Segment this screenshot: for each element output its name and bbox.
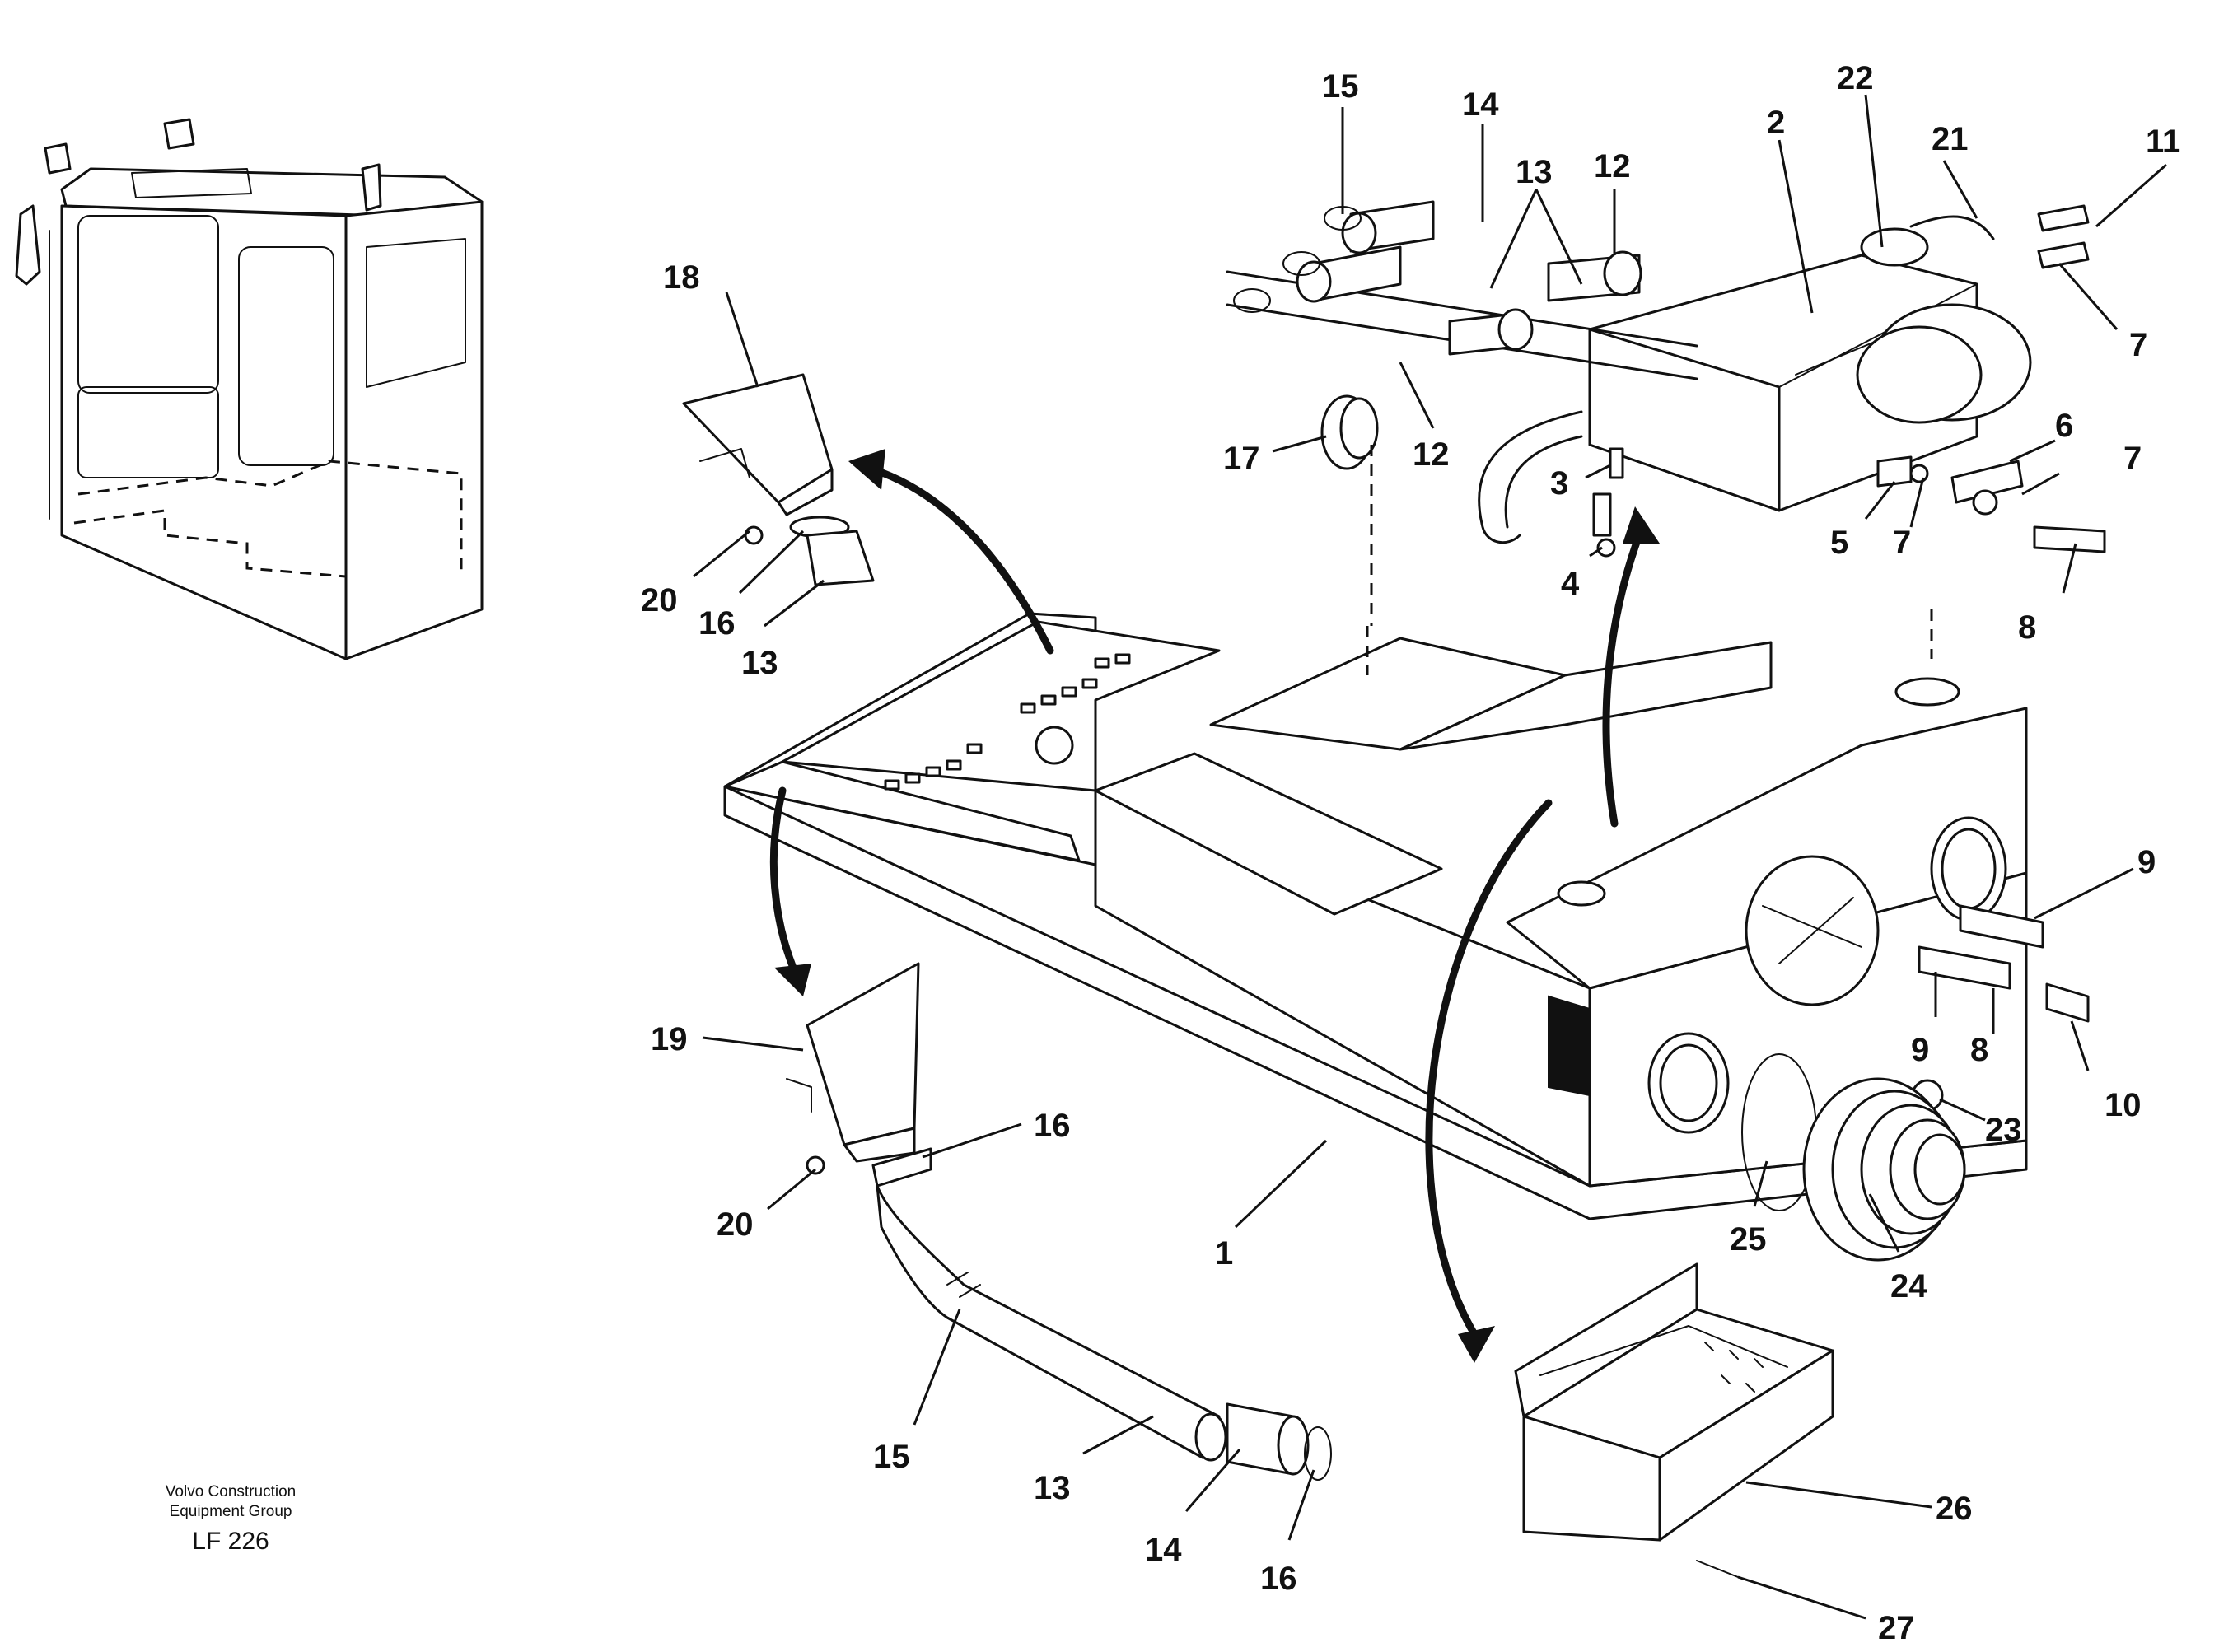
- callout-21: 21: [1932, 121, 1969, 157]
- tray-26: [1514, 1262, 1834, 1578]
- callout-12-mid: 12: [1413, 436, 1450, 473]
- callout-2: 2: [1767, 105, 1785, 141]
- callout-14-top: 14: [1462, 86, 1499, 123]
- callout-22: 22: [1837, 60, 1874, 96]
- callout-7-b: 7: [2123, 441, 2142, 477]
- callout-16-mid: 16: [1034, 1108, 1071, 1144]
- callout-15-top: 15: [1322, 68, 1359, 105]
- callout-23: 23: [1985, 1112, 2022, 1148]
- callout-8-right: 8: [1970, 1032, 1988, 1068]
- callout-8-top: 8: [2018, 609, 2036, 646]
- drawing-code: LF 226: [192, 1528, 269, 1555]
- bellows-boot: [1802, 1077, 1966, 1262]
- callout-4: 4: [1561, 566, 1580, 602]
- callout-19: 19: [651, 1021, 688, 1057]
- company-name-line2: Equipment Group: [169, 1503, 292, 1520]
- callout-14-lower: 14: [1145, 1532, 1182, 1568]
- callout-17: 17: [1223, 441, 1260, 477]
- callout-16-lower: 16: [1260, 1561, 1297, 1597]
- drawing-footer: Volvo Construction Equipment Group LF 22…: [132, 1482, 329, 1558]
- callout-5: 5: [1830, 525, 1848, 561]
- callout-12-top: 12: [1594, 148, 1631, 184]
- right-side-parts: [1741, 904, 2090, 1262]
- callout-16-top: 16: [698, 605, 736, 642]
- flange-17: [1320, 394, 1379, 626]
- leader-lines: [693, 94, 2167, 1620]
- callout-3: 3: [1550, 465, 1568, 502]
- callout-11: 11: [2146, 124, 2180, 160]
- callout-9-b: 9: [1911, 1032, 1929, 1068]
- tray-slots: [884, 653, 1131, 791]
- callout-numbers: 15 14 13 12 22 2 21 11 7 6 7 18 17 12 3 …: [641, 60, 2180, 1646]
- duct-upper-left: [682, 373, 875, 586]
- callout-18: 18: [663, 259, 700, 296]
- duct-lower-left: [786, 962, 1332, 1481]
- callout-7-c: 7: [1893, 525, 1911, 561]
- callout-13-upper-left: 13: [741, 645, 778, 681]
- callout-24: 24: [1890, 1268, 1927, 1304]
- callout-27: 27: [1878, 1610, 1915, 1646]
- callout-10: 10: [2105, 1087, 2142, 1123]
- company-name-line1: Volvo Construction: [165, 1483, 297, 1500]
- callout-13-top: 13: [1516, 154, 1553, 190]
- callout-20-lower: 20: [717, 1206, 754, 1243]
- callout-26: 26: [1936, 1491, 1973, 1527]
- callout-1: 1: [1215, 1235, 1233, 1272]
- cab-overview-illustration: [15, 118, 484, 660]
- callout-25: 25: [1730, 1221, 1767, 1258]
- callout-6: 6: [2055, 408, 2073, 444]
- heater-unit: [1226, 200, 2106, 558]
- callout-9-a: 9: [2137, 844, 2156, 880]
- callout-7-a: 7: [2129, 327, 2147, 363]
- callout-20-top: 20: [641, 582, 678, 618]
- assembly-arrows: [769, 449, 1660, 1363]
- callout-15-lower: 15: [873, 1439, 910, 1475]
- callout-13-lower: 13: [1034, 1470, 1071, 1506]
